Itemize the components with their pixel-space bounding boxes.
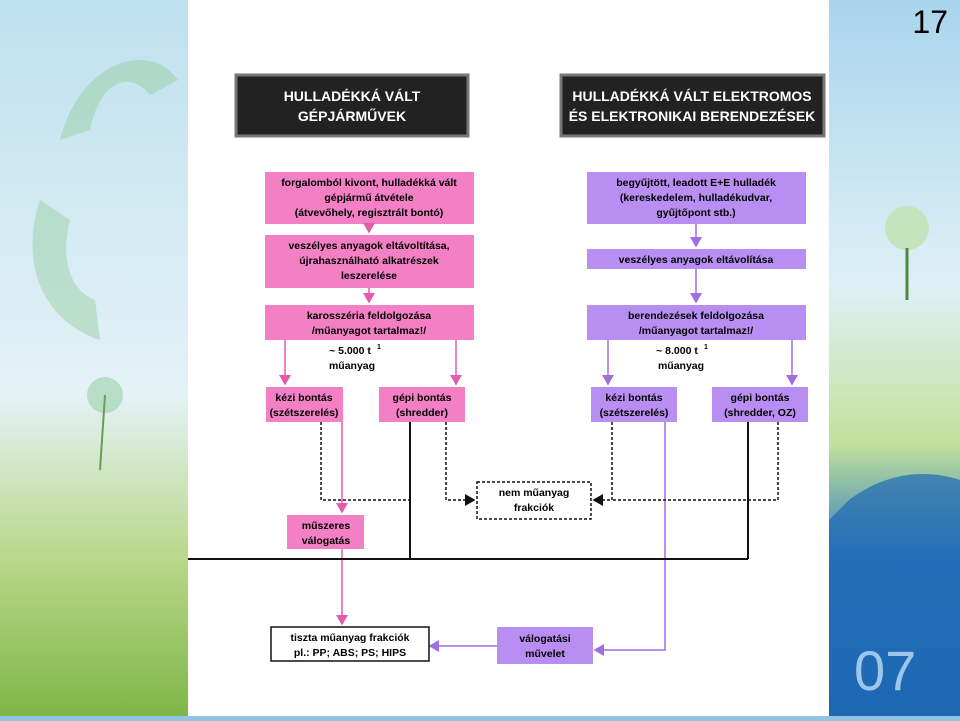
left-box-body-processing: karosszéria feldolgozása /műanyagot tart… [265, 305, 474, 340]
svg-text:műanyag: műanyag [329, 360, 375, 372]
svg-text:válogatás: válogatás [302, 535, 351, 547]
svg-text:(kereskedelem, hulladékudvar,: (kereskedelem, hulladékudvar, [620, 192, 772, 204]
right-box-collection: begyűjtött, leadott E+E hulladék (keresk… [587, 172, 806, 224]
svg-text:(shredder, OZ): (shredder, OZ) [724, 407, 796, 419]
right-box-hazardous: veszélyes anyagok eltávolítása [587, 249, 806, 269]
svg-text:gépi bontás: gépi bontás [393, 392, 452, 404]
svg-text:pl.: PP; ABS; PS; HIPS: pl.: PP; ABS; PS; HIPS [294, 647, 406, 659]
right-box-manual-dismantling: kézi bontás (szétszerelés) [591, 387, 677, 422]
svg-text:begyűjtött, leadott E+E hullad: begyűjtött, leadott E+E hulladék [616, 177, 776, 189]
svg-text:kézi bontás: kézi bontás [275, 392, 332, 404]
svg-text:(átvevőhely, regisztrált bontó: (átvevőhely, regisztrált bontó) [295, 207, 444, 219]
background-right-decoration: 07 [829, 0, 960, 716]
svg-text:veszélyes anyagok eltávoltítás: veszélyes anyagok eltávoltítása, [288, 240, 449, 252]
svg-text:karosszéria feldolgozása: karosszéria feldolgozása [307, 310, 431, 322]
diagram-panel: HULLADÉKKÁ VÁLT GÉPJÁRMŰVEK HULLADÉKKÁ V… [188, 0, 829, 716]
svg-text:/műanyagot tartalmaz!/: /műanyagot tartalmaz!/ [312, 325, 426, 337]
left-header: HULLADÉKKÁ VÁLT GÉPJÁRMŰVEK [234, 73, 470, 138]
svg-text:műszeres: műszeres [302, 520, 351, 532]
background-left-decoration [0, 0, 188, 716]
svg-text:gépjármű átvétele: gépjármű átvétele [324, 192, 413, 204]
right-amount-label: ~ 8.000 t 1 műanyag [656, 344, 708, 372]
left-box-manual-dismantling: kézi bontás (szétszerelés) [266, 387, 343, 422]
svg-text:művelet: művelet [525, 648, 565, 660]
left-box-intake: forgalomból kivont, hulladékká vált gépj… [265, 172, 474, 224]
svg-text:1: 1 [704, 344, 708, 351]
svg-text:~ 5.000 t: ~ 5.000 t [329, 345, 371, 357]
flow-diagram: HULLADÉKKÁ VÁLT GÉPJÁRMŰVEK HULLADÉKKÁ V… [188, 73, 826, 664]
svg-text:leszerelése: leszerelése [341, 270, 397, 282]
svg-text:(szétszerelés): (szétszerelés) [270, 407, 339, 419]
slide-number: 17 [912, 4, 948, 40]
svg-text:(szétszerelés): (szétszerelés) [600, 407, 669, 419]
right-header-line1: HULLADÉKKÁ VÁLT ELEKTROMOS [572, 88, 811, 104]
svg-text:veszélyes anyagok eltávolítása: veszélyes anyagok eltávolítása [619, 254, 774, 266]
right-box-machine-shredder: gépi bontás (shredder, OZ) [712, 387, 808, 422]
recycle-tree-icon: 07 [829, 206, 960, 716]
svg-text:/műanyagot tartalmaz!/: /műanyagot tartalmaz!/ [639, 325, 753, 337]
svg-text:gyűjtőpont stb.): gyűjtőpont stb.) [656, 207, 735, 219]
left-header-line2: GÉPJÁRMŰVEK [298, 107, 406, 124]
svg-text:tiszta műanyag frakciók: tiszta műanyag frakciók [290, 632, 409, 644]
svg-text:műanyag: műanyag [658, 360, 704, 372]
recycle-arrows-icon [32, 60, 178, 471]
left-box-instrument-sorting: műszeres válogatás [287, 515, 364, 549]
svg-text:válogatási: válogatási [519, 633, 570, 645]
right-box-sorting-operation: válogatási művelet [497, 627, 593, 664]
svg-text:nem műanyag: nem műanyag [499, 487, 570, 499]
right-box-device-processing: berendezések feldolgozása /műanyagot tar… [587, 305, 806, 340]
svg-text:1: 1 [377, 344, 381, 351]
svg-text:forgalomból kivont, hulladékká: forgalomból kivont, hulladékká vált [281, 177, 457, 189]
svg-text:újrahasználható alkatrészek: újrahasználható alkatrészek [299, 255, 439, 267]
right-header-line2: ÉS ELEKTRONIKAI BERENDEZÉSEK [569, 108, 816, 124]
left-amount-label: ~ 5.000 t 1 műanyag [329, 344, 381, 372]
svg-text:(shredder): (shredder) [396, 407, 448, 419]
left-box-hazardous: veszélyes anyagok eltávoltítása, újrahas… [265, 235, 474, 288]
svg-text:kézi bontás: kézi bontás [605, 392, 662, 404]
watermark-text: 07 [854, 639, 916, 702]
left-box-machine-shredder: gépi bontás (shredder) [379, 387, 465, 422]
svg-text:gépi bontás: gépi bontás [731, 392, 790, 404]
svg-text:berendezések feldolgozása: berendezések feldolgozása [628, 310, 764, 322]
left-header-line1: HULLADÉKKÁ VÁLT [284, 88, 421, 104]
right-header: HULLADÉKKÁ VÁLT ELEKTROMOS ÉS ELEKTRONIK… [559, 73, 826, 138]
svg-text:frakciók: frakciók [514, 502, 554, 514]
center-box-nonplastic-fractions: nem műanyag frakciók [476, 481, 592, 520]
svg-text:~ 8.000 t: ~ 8.000 t [656, 345, 698, 357]
center-box-clean-plastic-fractions: tiszta műanyag frakciók pl.: PP; ABS; PS… [270, 626, 430, 662]
